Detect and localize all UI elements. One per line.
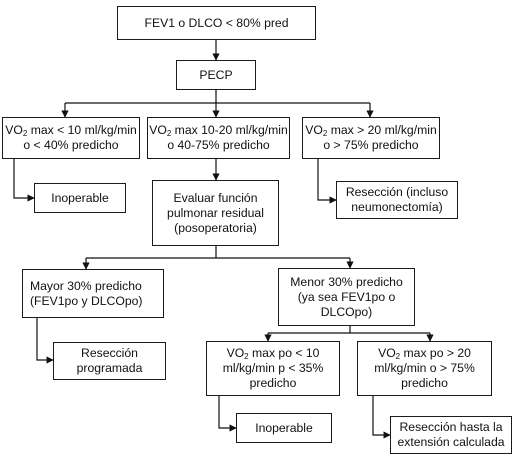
node-vo2po-high: VO2 max po > 20 ml/kg/min o > 75% predic… [357,341,492,396]
node-reseccion-ext-line-2: extensión calculada [397,435,505,449]
node-evaluar-line-1: Evaluar función [173,190,258,205]
node-vo2po-high-line-2: ml/kg/min o > 75% [374,361,475,375]
node-vo2po-low-line-2: ml/kg/min p < 35% [222,361,324,375]
node-evaluar-line-2: pulmonar residual [167,205,264,220]
arrow-to-reseccion-neumo [317,158,337,204]
node-mayor30: Mayor 30% predicho (FEV1po y DLCOpo) [22,269,164,318]
node-menor30-line-1: Menor 30% predicho [290,274,403,289]
node-vo2po-low-line-1: VO2 max po < 10 [226,346,320,361]
node-evaluar: Evaluar función pulmonar residual (posop… [152,180,279,246]
node-menor30: Menor 30% predicho (ya sea FEV1po o DLCO… [278,268,415,326]
node-menor30-line-2: (ya sea FEV1po o [297,289,396,304]
node-vo2po-low-line-3: predicho [249,376,297,390]
node-reseccion-ext-line-1: Resección hasta la [399,420,503,434]
node-vo2-high-line-2: o > 75% predicho [323,138,419,152]
node-start-line-1: FEV1 o DLCO < 80% pred [144,15,289,30]
node-vo2po-high-line-1: VO2 max po > 20 [378,346,471,361]
node-inoperable-2-line-1: Inoperable [255,420,313,435]
node-reseccion-neumo: Resección (incluso neumonectomía) [336,181,458,219]
node-vo2-high-line-1: VO2 max > 20 ml/kg/min [305,123,437,138]
node-vo2po-high-line-3: predicho [401,376,448,390]
arrow-to-inoperable-1 [13,158,35,202]
node-vo2-low: VO2 max < 10 ml/kg/min o < 40% predicho [2,117,140,159]
node-vo2-low-line-2: o < 40% predicho [23,138,119,152]
node-reseccion-programada-line-2: programada [76,361,143,375]
node-pecp: PECP [176,60,256,90]
node-vo2po-low: VO2 max po < 10 ml/kg/min p < 35% predic… [206,341,340,396]
arrow-to-inoperable-2 [218,396,237,432]
node-mayor30-line-2: (FEV1po y DLCOpo) [30,293,143,308]
node-vo2-mid-line-1: VO2 max 10-20 ml/kg/min [149,123,288,138]
arrow-to-reseccion-ext [372,396,391,439]
node-start: FEV1 o DLCO < 80% pred [117,6,316,40]
node-reseccion-neumo-line-2: neumonectomía) [351,200,443,214]
arrow-to-reseccion-prog [36,318,54,364]
node-inoperable-1-line-1: Inoperable [51,190,109,205]
node-vo2-mid: VO2 max 10-20 ml/kg/min o 40-75% predich… [147,117,290,159]
node-inoperable-2: Inoperable [236,413,332,443]
node-pecp-line-1: PECP [199,67,233,82]
node-vo2-mid-line-2: o 40-75% predicho [167,138,270,152]
node-reseccion-neumo-line-1: Resección (incluso [345,185,449,199]
node-evaluar-line-3: (posoperatoria) [174,220,257,235]
node-vo2-low-line-1: VO2 max < 10 ml/kg/min [5,123,137,138]
node-vo2-high: VO2 max > 20 ml/kg/min o > 75% predicho [302,117,440,159]
node-reseccion-programada-line-1: Resección [81,346,138,360]
node-reseccion-programada: Resección programada [53,342,166,380]
node-menor30-line-3: DLCOpo) [320,304,373,319]
node-inoperable-1: Inoperable [34,183,126,213]
node-mayor30-line-1: Mayor 30% predicho [30,278,142,293]
node-reseccion-ext: Resección hasta la extensión calculada [390,416,512,454]
